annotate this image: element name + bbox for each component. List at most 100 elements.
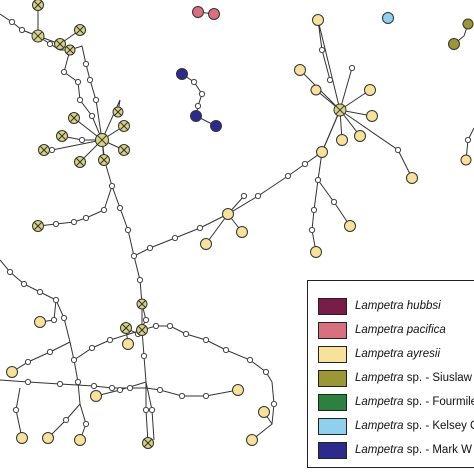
- median-vertex: [142, 406, 150, 414]
- haplotype-node: [312, 14, 324, 26]
- crossed-haplotype-node: [74, 156, 86, 168]
- haplotype-node: [90, 390, 102, 402]
- network-edge: [73, 329, 143, 361]
- crossed-haplotype-node: [118, 120, 130, 132]
- legend-label: Lampetra pacifica: [355, 324, 446, 336]
- haplotype-node: [16, 432, 28, 444]
- median-vertex: [6, 268, 14, 276]
- haplotype-node: [310, 84, 322, 96]
- median-vertex: [284, 172, 292, 180]
- median-vertex: [74, 78, 82, 86]
- crossed-haplotype-node: [32, 220, 44, 232]
- median-vertex: [78, 136, 86, 144]
- legend-label: Lampetra sp. - Fourmile: [355, 396, 474, 408]
- network-edge: [311, 151, 323, 253]
- median-vertex: [108, 384, 116, 392]
- legend-item-hubbsi: Lampetra hubbsi: [318, 295, 441, 317]
- median-vertex: [88, 112, 96, 120]
- crossed-haplotype-node: [136, 298, 148, 310]
- crossed-haplotype-node: [333, 103, 347, 117]
- network-edge: [141, 325, 275, 441]
- crossed-haplotype-node: [95, 133, 109, 147]
- crossed-haplotype-node: [56, 130, 68, 142]
- median-vertex: [146, 244, 154, 252]
- median-vertex: [202, 336, 210, 344]
- median-vertex: [198, 90, 206, 98]
- legend-label: Lampetra hubbsi: [355, 300, 441, 312]
- median-vertex: [116, 204, 124, 212]
- median-vertex: [74, 378, 82, 386]
- median-vertex: [156, 386, 164, 394]
- legend-swatch: [318, 441, 347, 459]
- haplotype-node: [460, 154, 472, 166]
- median-vertex: [70, 218, 78, 226]
- median-vertex: [240, 192, 248, 200]
- median-vertex: [8, 18, 16, 26]
- haplotype-node: [74, 434, 86, 446]
- median-vertex: [92, 96, 100, 104]
- median-vertex: [326, 76, 334, 84]
- network-edge: [205, 213, 229, 245]
- legend-item-kelsey: Lampetra sp. - Kelsey C: [318, 415, 474, 437]
- haplotype-node: [310, 246, 322, 258]
- median-vertex: [262, 368, 270, 376]
- legend-swatch: [318, 345, 347, 363]
- median-vertex: [60, 314, 68, 322]
- median-vertex: [36, 288, 44, 296]
- median-vertex: [314, 176, 322, 184]
- median-vertex: [60, 68, 68, 76]
- median-vertex: [24, 358, 32, 366]
- network-edge: [0, 259, 81, 405]
- median-vertex: [46, 40, 54, 48]
- crossed-haplotype-node: [68, 112, 80, 124]
- median-vertex: [130, 252, 138, 260]
- haplotype-node: [462, 18, 474, 30]
- legend-swatch: [318, 321, 347, 339]
- haplotype-node: [246, 434, 258, 446]
- median-vertex: [82, 214, 90, 222]
- haplotype-node: [232, 384, 244, 396]
- haplotype-node: [190, 110, 202, 122]
- median-vertex: [70, 356, 78, 364]
- median-vertex: [308, 226, 316, 234]
- haplotype-node: [176, 68, 188, 80]
- median-vertex: [182, 330, 190, 338]
- median-vertex: [50, 316, 58, 324]
- haplotype-node: [366, 110, 378, 122]
- network-edge: [317, 19, 341, 111]
- haplotype-node: [294, 64, 306, 76]
- haplotype-node: [210, 120, 222, 132]
- median-vertex: [62, 416, 70, 424]
- median-vertex: [318, 46, 326, 54]
- median-vertex: [20, 280, 28, 288]
- legend-item-markwest: Lampetra sp. - Mark W: [318, 439, 472, 461]
- median-vertex: [142, 316, 150, 324]
- legend: Lampetra hubbsi Lampetra pacifica Lampet…: [307, 280, 474, 468]
- median-vertex: [140, 352, 148, 360]
- haplotype-node: [382, 12, 394, 24]
- median-vertex: [88, 344, 96, 352]
- median-vertex: [108, 182, 116, 190]
- haplotype-node: [200, 238, 212, 250]
- median-vertex: [48, 146, 56, 154]
- crossed-haplotype-node: [136, 324, 148, 336]
- median-vertex: [82, 60, 90, 68]
- haplotype-node: [34, 316, 46, 328]
- median-vertex: [394, 146, 402, 154]
- haplotype-node: [364, 84, 376, 96]
- legend-item-fourmile: Lampetra sp. - Fourmile: [318, 391, 474, 413]
- legend-item-siuslaw: Lampetra sp. - Siuslaw: [318, 367, 472, 389]
- median-vertex: [202, 392, 210, 400]
- crossed-haplotype-node: [120, 322, 132, 334]
- median-vertex: [106, 336, 114, 344]
- haplotype-node: [208, 8, 220, 20]
- crossed-haplotype-node: [98, 154, 110, 166]
- median-vertex: [196, 224, 204, 232]
- crossed-haplotype-node: [64, 44, 76, 56]
- median-vertex: [52, 296, 60, 304]
- haplotype-node: [222, 208, 234, 220]
- network-edge: [0, 13, 103, 141]
- crossed-haplotype-node: [142, 437, 154, 449]
- median-vertex: [166, 322, 174, 330]
- network-edge: [321, 109, 341, 153]
